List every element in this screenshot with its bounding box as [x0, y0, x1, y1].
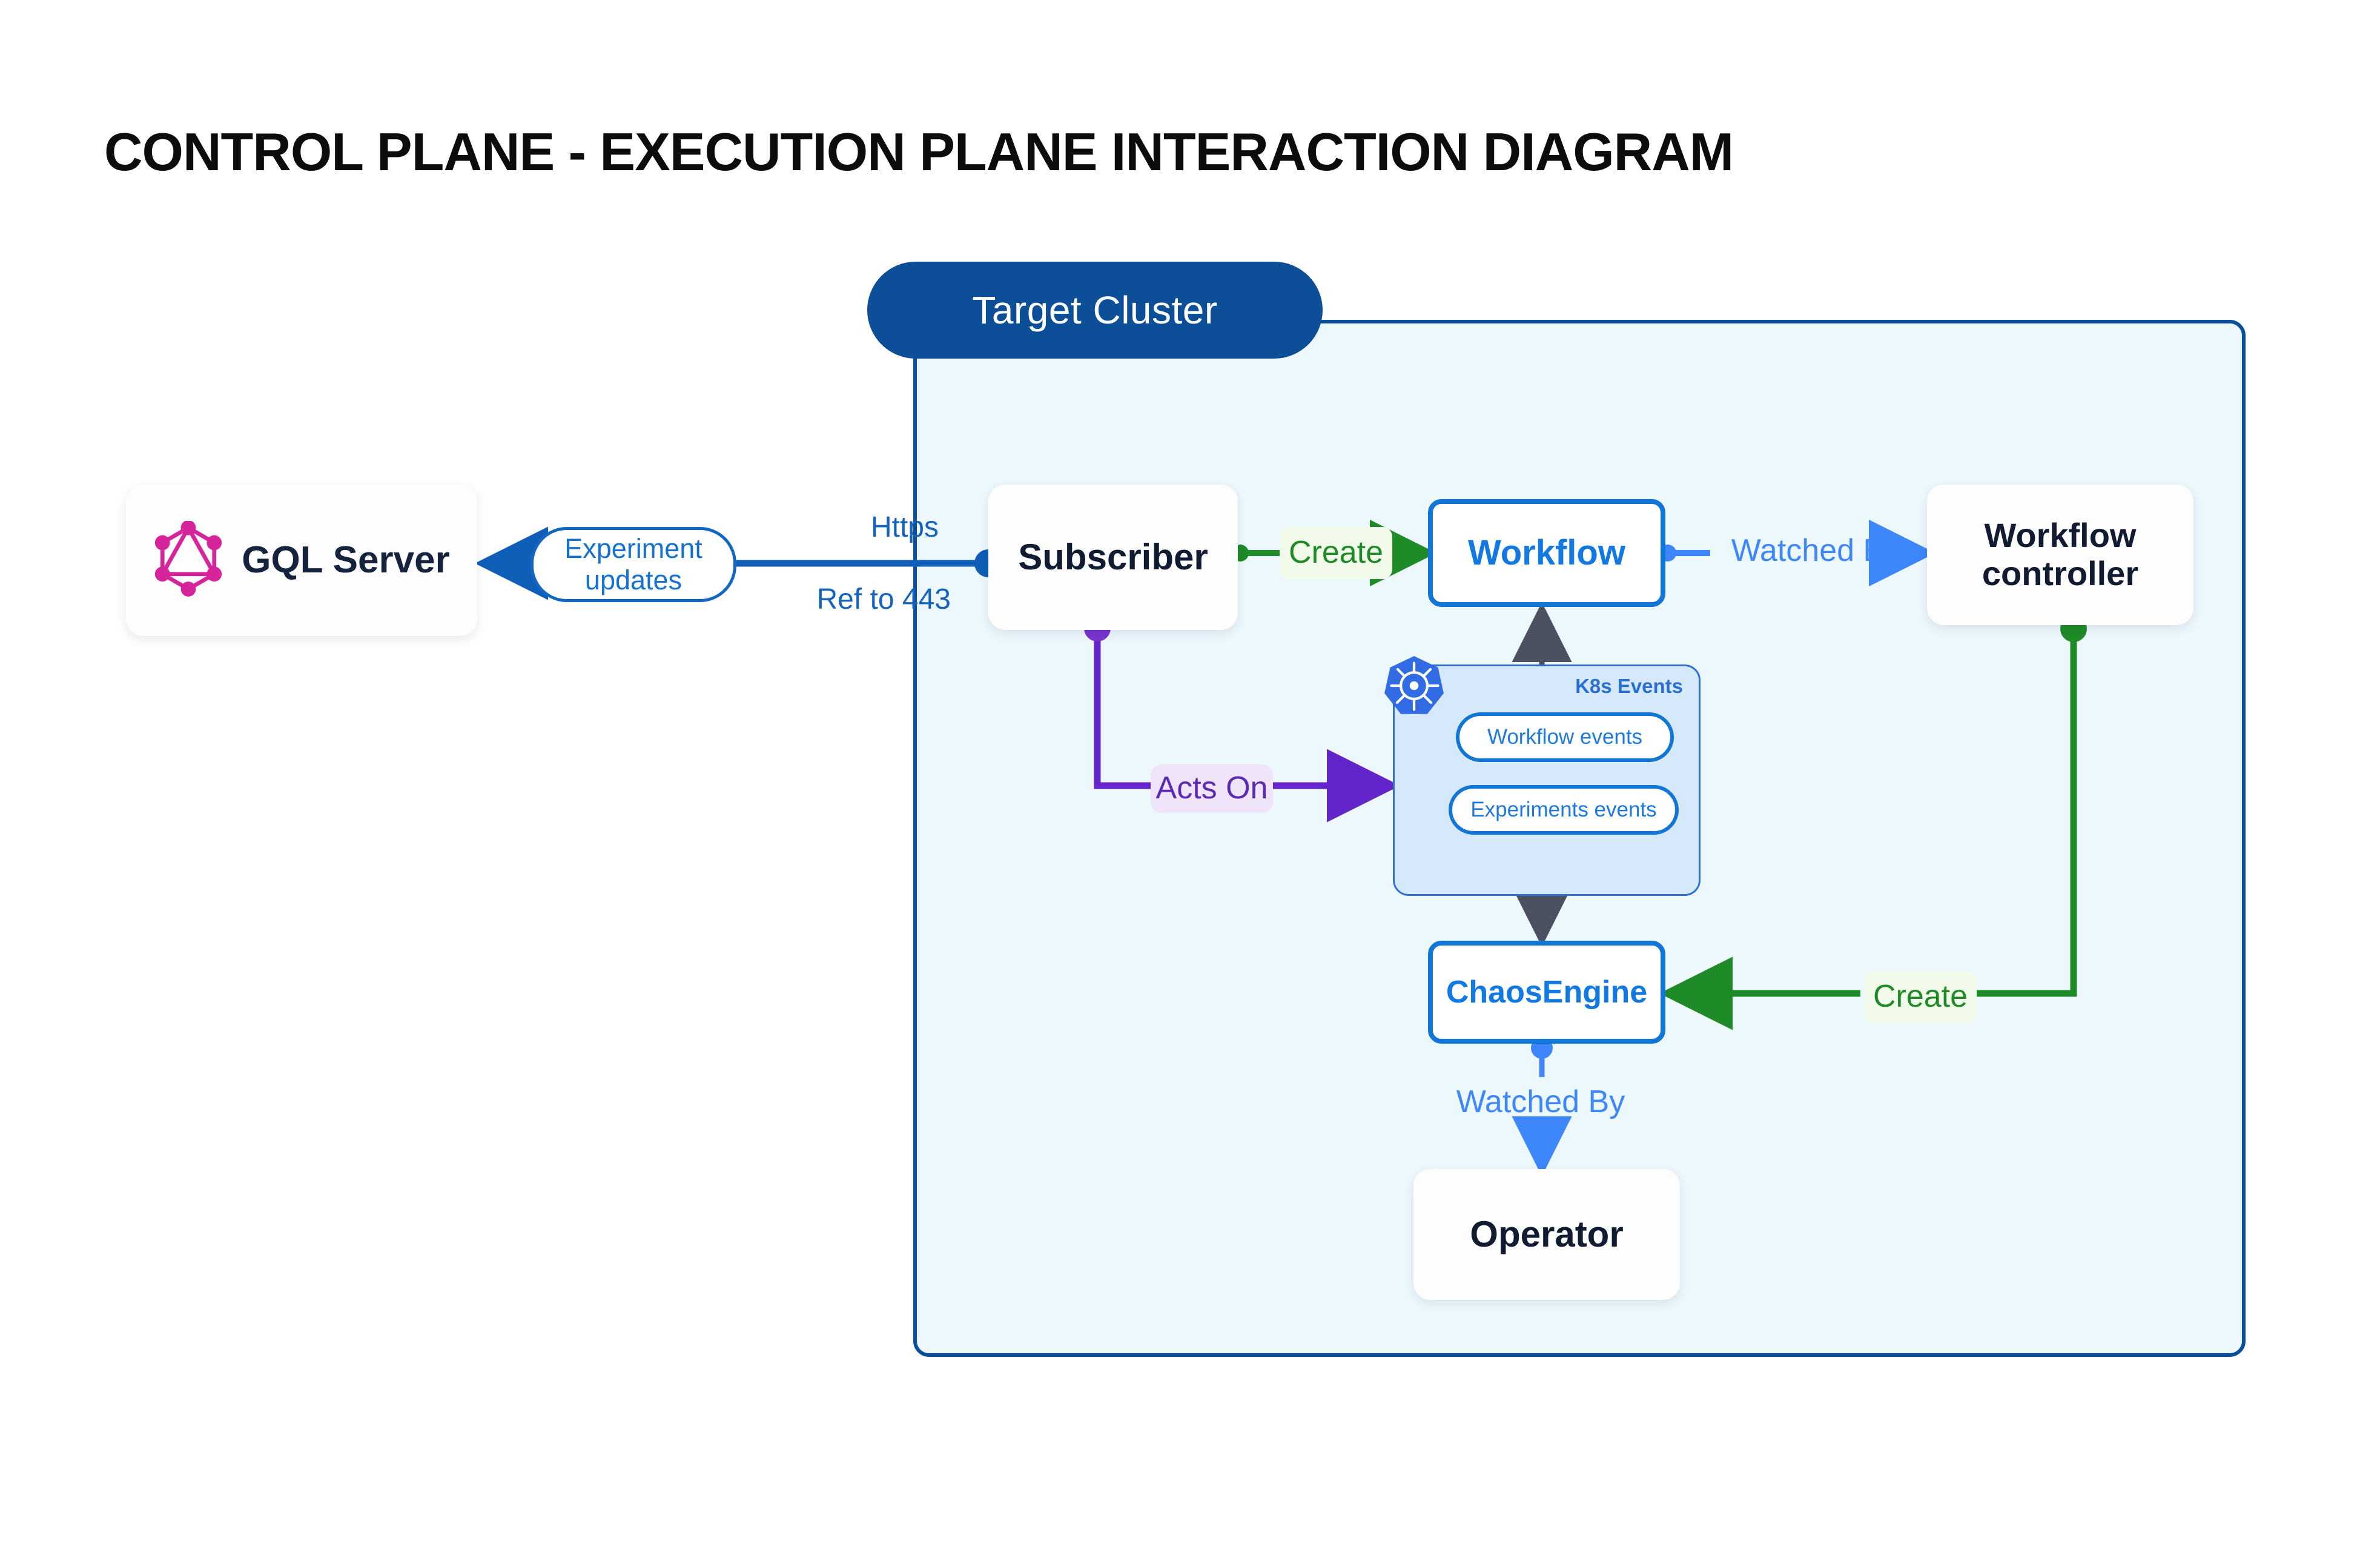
edge-label-create-chaosengine: Create: [1864, 971, 1977, 1023]
node-gql-server[interactable]: GQL Server: [126, 485, 477, 636]
node-gql-server-label: GQL Server: [242, 539, 450, 581]
edge-controller-create-chaosengine: [1659, 615, 2087, 1030]
node-workflow[interactable]: Workflow: [1428, 499, 1665, 607]
graphql-icon: [153, 520, 223, 600]
edge-label-experiment-updates[interactable]: Experiment updates: [531, 527, 736, 602]
node-workflow-controller[interactable]: Workflow controller: [1927, 485, 2193, 625]
kubernetes-icon: [1383, 654, 1446, 717]
edge-label-ref-to-443: Ref to 443: [816, 583, 951, 616]
edge-label-watched-by-workflow: Watched By: [1731, 533, 1900, 569]
edge-subscriber-acts-on-k8s-events: [1084, 615, 1400, 823]
edge-label-watched-by-operator: Watched By: [1456, 1084, 1625, 1120]
target-cluster-label[interactable]: Target Cluster: [867, 262, 1323, 359]
edge-label-acts-on: Acts On: [1151, 764, 1273, 813]
node-operator[interactable]: Operator: [1413, 1169, 1680, 1300]
k8s-event-workflow-events[interactable]: Workflow events: [1456, 712, 1674, 762]
node-chaosengine[interactable]: ChaosEngine: [1428, 941, 1665, 1044]
k8s-event-experiments-events[interactable]: Experiments events: [1449, 785, 1679, 835]
node-subscriber[interactable]: Subscriber: [988, 485, 1238, 630]
page-title: CONTROL PLANE - EXECUTION PLANE INTERACT…: [104, 122, 1734, 182]
edge-label-https: Https: [870, 511, 939, 544]
k8s-events-group: K8s Events: [1393, 664, 1701, 896]
k8s-events-title: K8s Events: [1575, 675, 1683, 697]
edge-label-create-workflow: Create: [1280, 527, 1392, 579]
